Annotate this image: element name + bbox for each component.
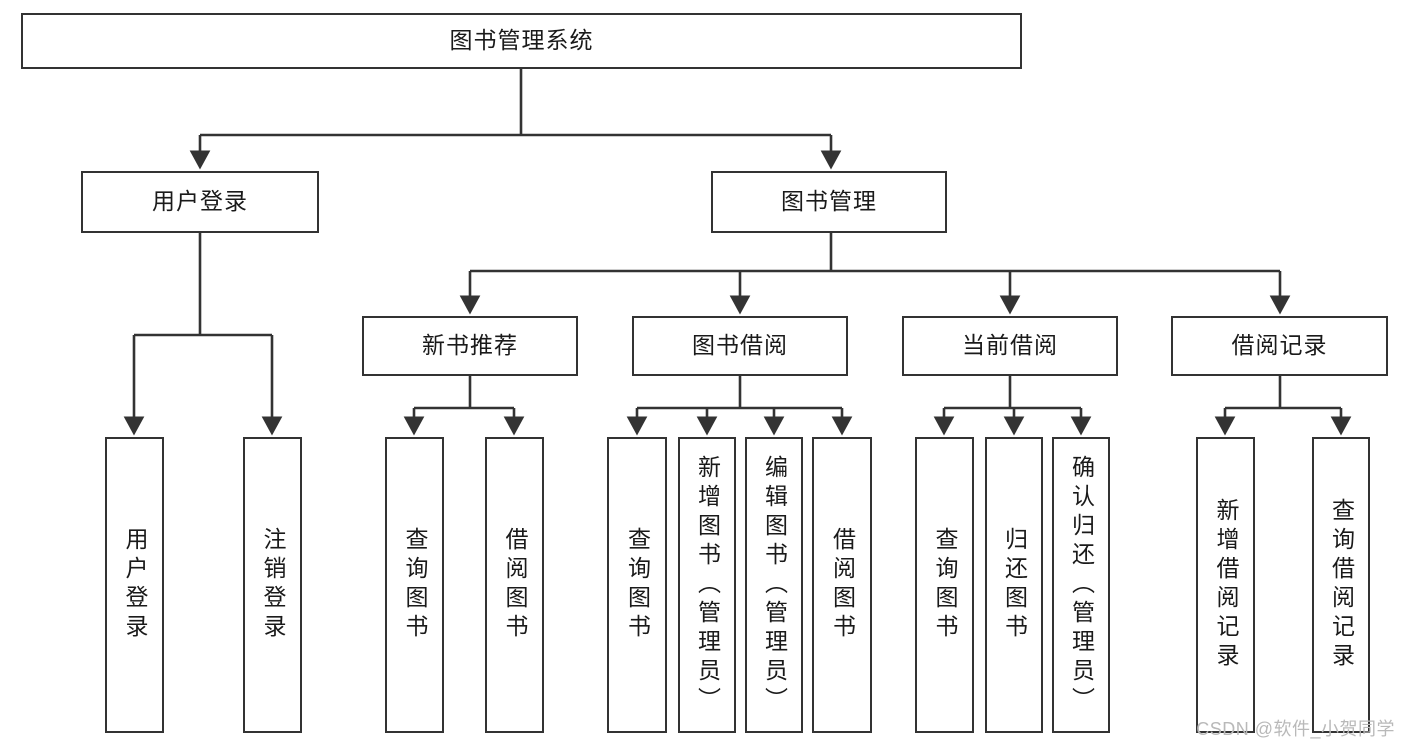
node-book-borrow[interactable]: 图书借阅 xyxy=(632,316,848,376)
leaf-borrow-add-book-admin[interactable]: 新增图书（管理员） xyxy=(678,437,736,733)
leaf-newbook-query-book[interactable]: 查询图书 xyxy=(385,437,444,733)
leaf-newbook-borrow-book-label: 借阅图书 xyxy=(502,527,528,643)
node-user-login[interactable]: 用户登录 xyxy=(81,171,319,233)
node-root-label: 图书管理系统 xyxy=(449,27,594,54)
leaf-current-return-book[interactable]: 归还图书 xyxy=(985,437,1043,733)
node-user-login-label: 用户登录 xyxy=(152,188,248,215)
leaf-newbook-query-book-label: 查询图书 xyxy=(402,527,428,643)
leaf-record-add-record[interactable]: 新增借阅记录 xyxy=(1196,437,1255,733)
leaf-borrow-lend-book[interactable]: 借阅图书 xyxy=(812,437,872,733)
leaf-current-query-book[interactable]: 查询图书 xyxy=(915,437,974,733)
leaf-borrow-query-book-label: 查询图书 xyxy=(624,527,651,643)
leaf-logout-label: 注销登录 xyxy=(260,527,286,643)
leaf-borrow-add-book-admin-label: 新增图书（管理员） xyxy=(694,454,721,716)
leaf-record-query-record[interactable]: 查询借阅记录 xyxy=(1312,437,1370,733)
leaf-current-query-book-label: 查询图书 xyxy=(932,527,958,643)
node-book-management[interactable]: 图书管理 xyxy=(711,171,947,233)
node-current-borrow[interactable]: 当前借阅 xyxy=(902,316,1118,376)
leaf-newbook-borrow-book[interactable]: 借阅图书 xyxy=(485,437,544,733)
watermark-text: CSDN @软件_小贺同学 xyxy=(1196,719,1395,739)
node-borrow-record-label: 借阅记录 xyxy=(1231,332,1328,359)
node-book-management-label: 图书管理 xyxy=(781,188,877,215)
node-new-book-recommend[interactable]: 新书推荐 xyxy=(362,316,578,376)
node-current-borrow-label: 当前借阅 xyxy=(962,332,1058,359)
leaf-current-confirm-return-admin[interactable]: 确认归还（管理员） xyxy=(1052,437,1110,733)
node-borrow-record[interactable]: 借阅记录 xyxy=(1171,316,1388,376)
leaf-borrow-query-book[interactable]: 查询图书 xyxy=(607,437,667,733)
node-book-borrow-label: 图书借阅 xyxy=(692,332,788,359)
leaf-current-return-book-label: 归还图书 xyxy=(1001,527,1028,643)
leaf-user-login-label: 用户登录 xyxy=(122,527,148,643)
leaf-borrow-lend-book-label: 借阅图书 xyxy=(829,527,856,643)
leaf-current-confirm-return-admin-label: 确认归还（管理员） xyxy=(1068,454,1095,716)
leaf-logout[interactable]: 注销登录 xyxy=(243,437,302,733)
leaf-record-add-record-label: 新增借阅记录 xyxy=(1213,498,1239,672)
node-new-book-recommend-label: 新书推荐 xyxy=(422,332,518,359)
leaf-borrow-edit-book-admin-label: 编辑图书（管理员） xyxy=(761,454,788,716)
leaf-borrow-edit-book-admin[interactable]: 编辑图书（管理员） xyxy=(745,437,803,733)
leaf-user-login[interactable]: 用户登录 xyxy=(105,437,164,733)
node-root[interactable]: 图书管理系统 xyxy=(21,13,1022,69)
leaf-record-query-record-label: 查询借阅记录 xyxy=(1328,498,1355,672)
